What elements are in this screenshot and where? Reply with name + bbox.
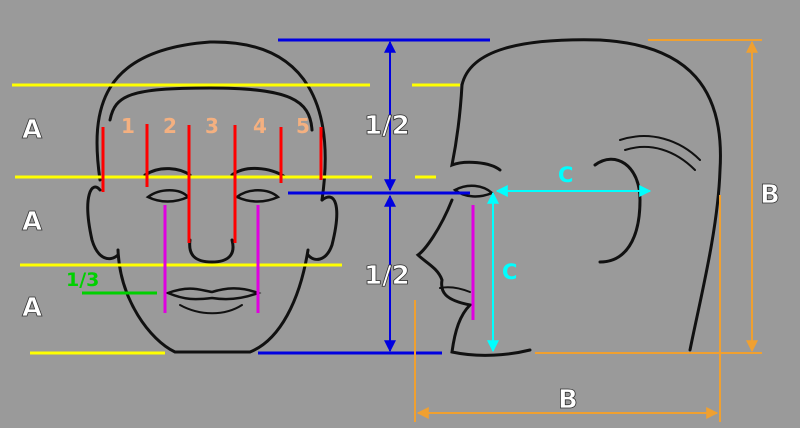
label-c-horizontal: C xyxy=(558,163,573,187)
cyan-c-measure xyxy=(487,185,652,353)
profile-face-drawing xyxy=(415,38,722,357)
label-a-top: A xyxy=(22,115,42,145)
label-one-third: 1/3 xyxy=(66,269,99,291)
front-face-drawing xyxy=(86,40,339,354)
red-fifth-lines xyxy=(101,124,323,243)
label-fifth-1: 1 xyxy=(121,114,135,138)
orange-b-measure xyxy=(414,39,762,422)
label-half-bottom: 1/2 xyxy=(364,261,410,291)
label-fifth-3: 3 xyxy=(205,114,219,138)
label-b-vertical: B xyxy=(760,180,780,210)
label-a-bottom: A xyxy=(22,293,42,323)
label-fifth-2: 2 xyxy=(163,114,177,138)
label-c-vertical: C xyxy=(502,260,517,284)
yellow-guide-lines xyxy=(12,83,460,355)
label-a-middle: A xyxy=(22,207,42,237)
label-fifth-5: 5 xyxy=(296,114,310,138)
label-fifth-4: 4 xyxy=(253,114,267,138)
blue-half-measure xyxy=(258,38,490,355)
label-b-horizontal: B xyxy=(558,385,578,415)
label-half-top: 1/2 xyxy=(364,111,410,141)
magenta-eye-mouth-lines xyxy=(163,205,475,320)
